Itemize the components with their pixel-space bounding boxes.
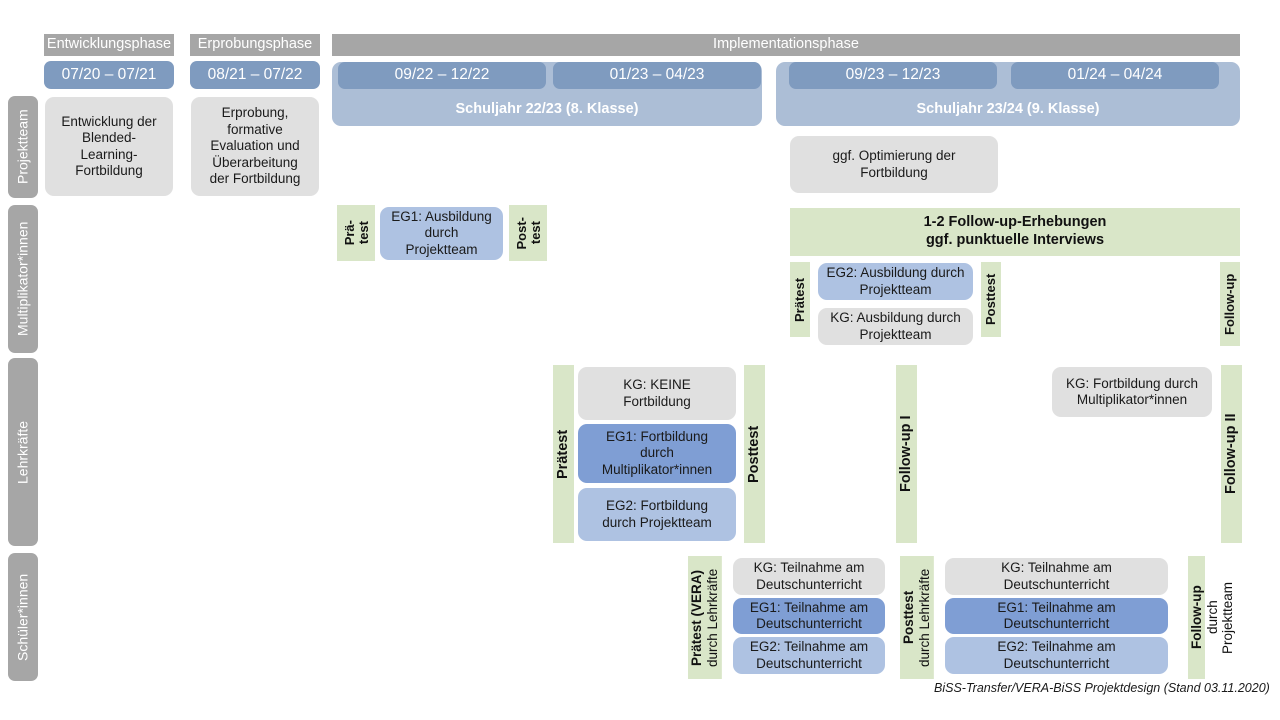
box-text: Erprobung, formative Evaluation und Über… (209, 105, 301, 187)
strip-text: Follow-up I (897, 415, 914, 493)
row-label-text: Projektteam (14, 109, 31, 185)
period-bar-0821-0722: 08/21 – 07/22 (190, 61, 320, 89)
posttest-sub-label: durch Lehrkräfte (917, 556, 934, 679)
schueler-eg1-box-1: EG1: Teilnahme am Deutschunterricht (733, 598, 885, 634)
phase-header-entwicklungsphase: Entwicklungsphase (44, 34, 174, 56)
multiplikator-praetest2-strip: Prätest (790, 262, 810, 337)
phase-label: Implementationsphase (713, 36, 859, 53)
row-label-text: Multiplikator*innen (14, 221, 31, 337)
row-label-text: Schüler*innen (14, 573, 31, 661)
box-text: KG: Ausbildung durch Projektteam (830, 310, 961, 342)
schueler-eg2-box-1: EG2: Teilnahme am Deutschunterricht (733, 637, 885, 674)
multiplikator-kg-box: KG: Ausbildung durch Projektteam (818, 308, 973, 345)
row-label-text: Lehrkräfte (14, 420, 31, 484)
box-text: EG2: Teilnahme am Deutschunterricht (749, 639, 869, 671)
lehrkraefte-followup-2-strip: Follow-up II (1221, 365, 1242, 543)
row-label-lehrkraefte: Lehrkräfte (8, 358, 38, 546)
multiplikator-posttest-strip: Post- test (509, 205, 547, 261)
phase-label: Entwicklungsphase (46, 36, 172, 53)
box-text: EG1: Ausbildung durch Projektteam (391, 208, 492, 257)
strip-text: Prätest (792, 277, 808, 322)
schueler-kg-box-1: KG: Teilnahme am Deutschunterricht (733, 558, 885, 595)
schueler-kg-box-2: KG: Teilnahme am Deutschunterricht (945, 558, 1168, 595)
lehrkraefte-kg-box: KG: KEINE Fortbildung (578, 367, 736, 420)
banner-text: 1-2 Follow-up-Erhebungen ggf. punktuelle… (923, 214, 1107, 248)
box-text: EG1: Fortbildung durch Multiplikator*inn… (601, 428, 713, 477)
strip-text: Follow-up (1222, 273, 1238, 335)
school-year-label: Schuljahr 22/23 (8. Klasse) (455, 101, 639, 118)
praetest-line2: test (355, 221, 371, 245)
period-label: 09/23 – 12/23 (845, 66, 941, 84)
row-label-multiplikatorinnen: Multiplikator*innen (8, 205, 38, 353)
strip-text: Prätest (554, 429, 571, 479)
multiplikator-followup-banner: 1-2 Follow-up-Erhebungen ggf. punktuelle… (790, 208, 1240, 256)
phase-header-erprobungsphase: Erprobungsphase (190, 34, 320, 56)
multiplikator-posttest2-strip: Posttest (981, 262, 1001, 337)
period-bar-0923-1223: 09/23 – 12/23 (789, 62, 997, 89)
lehrkraefte-kg-followup-box: KG: Fortbildung durch Multiplikator*inne… (1052, 367, 1212, 417)
schueler-followup-strip: Follow-up durch Projektteam (1184, 556, 1240, 679)
schueler-eg2-box-2: EG2: Teilnahme am Deutschunterricht (945, 637, 1168, 674)
multiplikator-eg1-box: EG1: Ausbildung durch Projektteam (380, 207, 503, 260)
period-label: 01/23 – 04/23 (609, 66, 705, 84)
strip-text: Posttest (745, 425, 762, 483)
box-text: EG2: Ausbildung durch Projektteam (826, 265, 965, 297)
box-text: KG: Teilnahme am Deutschunterricht (1001, 560, 1112, 592)
schueler-posttest-strip: Posttest durch Lehrkräfte (896, 556, 938, 679)
projektteam-erprobung-box: Erprobung, formative Evaluation und Über… (191, 97, 319, 196)
strip-text: Posttest (983, 273, 999, 326)
box-text: KG: Teilnahme am Deutschunterricht (753, 560, 865, 592)
box-text: KG: Fortbildung durch Multiplikator*inne… (1065, 375, 1199, 407)
period-bar-0720-0721: 07/20 – 07/21 (44, 61, 174, 89)
praetest-line1: Prä- (341, 220, 357, 246)
box-text: EG2: Fortbildung durch Projektteam (602, 498, 712, 530)
lehrkraefte-posttest-strip: Posttest (744, 365, 765, 543)
phase-label: Erprobungsphase (197, 36, 313, 53)
strip-text: Follow-up II (1222, 413, 1239, 495)
period-bar-0123-0423: 01/23 – 04/23 (553, 62, 761, 89)
projektteam-entwicklung-box: Entwicklung der Blended- Learning- Fortb… (45, 97, 173, 196)
multiplikator-eg2-box: EG2: Ausbildung durch Projektteam (818, 263, 973, 300)
schueler-eg1-box-2: EG1: Teilnahme am Deutschunterricht (945, 598, 1168, 634)
multiplikator-followup-strip: Follow-up (1220, 262, 1240, 346)
followup-main-label: Follow-up (1187, 556, 1205, 679)
footer-text: BiSS-Transfer/VERA-BiSS Projektdesign (S… (934, 681, 1270, 695)
lehrkraefte-eg1-box: EG1: Fortbildung durch Multiplikator*inn… (578, 424, 736, 483)
lehrkraefte-followup-1-strip: Follow-up I (896, 365, 917, 543)
posttest-line1: Post- (513, 216, 529, 250)
followup-sub-label: durch Projektteam (1204, 581, 1235, 654)
praetest-main-label: Prätest (VERA) (688, 556, 706, 679)
schueler-praetest-vera-strip: Prätest (VERA) durch Lehrkräfte (684, 556, 726, 679)
period-label: 01/24 – 04/24 (1067, 66, 1163, 84)
footer-caption: BiSS-Transfer/VERA-BiSS Projektdesign (S… (934, 681, 1270, 695)
posttest-main-label: Posttest (900, 556, 918, 679)
box-text: KG: KEINE Fortbildung (623, 377, 691, 409)
period-label: 08/21 – 07/22 (207, 65, 303, 83)
period-bar-0124-0424: 01/24 – 04/24 (1011, 62, 1219, 89)
period-label: 09/22 – 12/22 (394, 66, 490, 84)
praetest-sub-label: durch Lehrkräfte (705, 556, 722, 679)
projektteam-optimierung-box: ggf. Optimierung der Fortbildung (790, 136, 998, 193)
phase-header-implementationsphase: Implementationsphase (332, 34, 1240, 56)
lehrkraefte-praetest-strip: Prätest (553, 365, 574, 543)
lehrkraefte-eg2-box: EG2: Fortbildung durch Projektteam (578, 488, 736, 541)
box-text: EG1: Teilnahme am Deutschunterricht (997, 599, 1116, 631)
row-label-projektteam: Projektteam (8, 96, 38, 198)
box-text: EG2: Teilnahme am Deutschunterricht (997, 639, 1116, 671)
period-label: 07/20 – 07/21 (61, 65, 157, 83)
multiplikator-praetest-strip: Prä- test (337, 205, 375, 261)
row-label-schuelerinnen: Schüler*innen (8, 553, 38, 681)
box-text: ggf. Optimierung der Fortbildung (832, 148, 956, 180)
posttest-line2: test (527, 221, 543, 245)
box-text: EG1: Teilnahme am Deutschunterricht (749, 599, 869, 631)
box-text: Entwicklung der Blended- Learning- Fortb… (61, 113, 157, 178)
school-year-label: Schuljahr 23/24 (9. Klasse) (916, 101, 1100, 118)
period-bar-0922-1222: 09/22 – 12/22 (338, 62, 546, 89)
